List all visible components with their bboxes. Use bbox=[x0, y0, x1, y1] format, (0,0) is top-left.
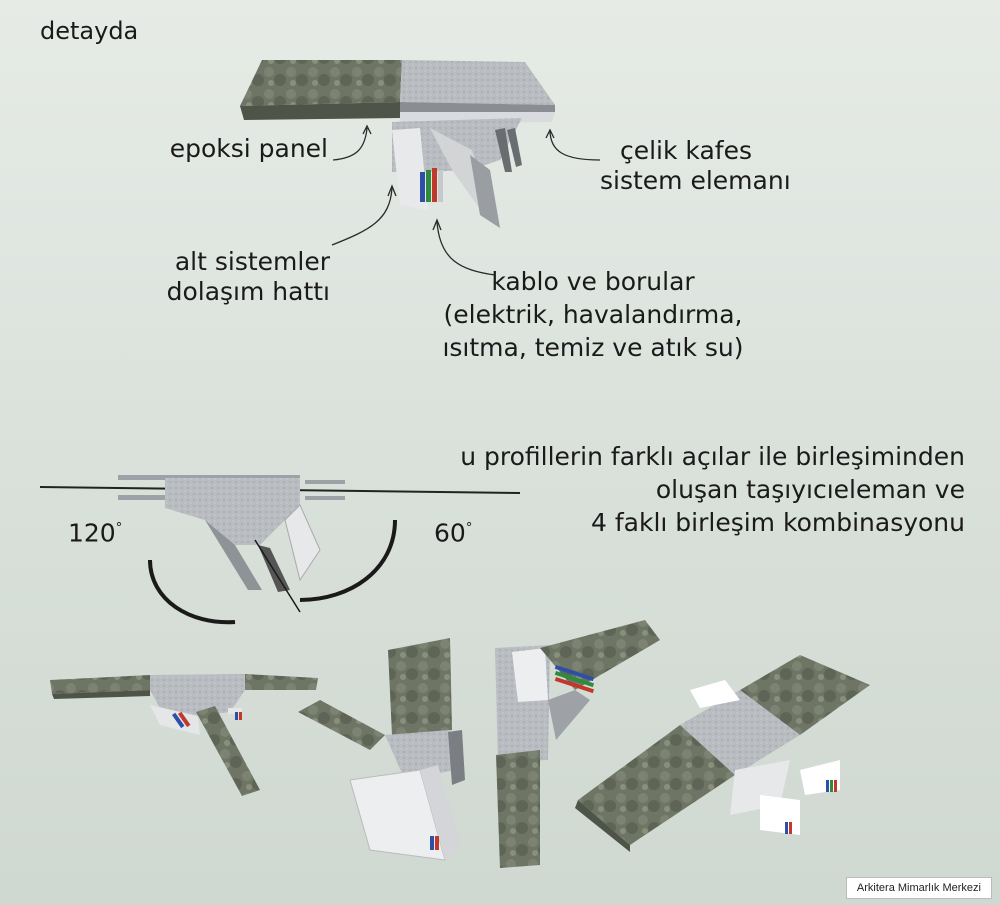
degree-mark-right: ° bbox=[465, 521, 473, 536]
label-steel-truss: çelik kafes sistem elemanı bbox=[600, 136, 791, 196]
credit-badge: Arkitera Mimarlık Merkezi bbox=[845, 877, 992, 899]
label-steel-truss-line2: sistem elemanı bbox=[600, 166, 791, 195]
angle-label-60: 60° bbox=[434, 514, 472, 548]
page-title: detayda bbox=[40, 17, 139, 45]
label-epoxy-panel: epoksi panel bbox=[169, 134, 328, 163]
angle-120-value: 120 bbox=[68, 518, 116, 548]
label-cables-line1: kablo ve borular bbox=[491, 267, 695, 296]
combination-3 bbox=[495, 620, 660, 868]
label-subsystem-line1: alt sistemler bbox=[174, 247, 330, 276]
angle-60-value: 60 bbox=[434, 518, 466, 548]
combination-4 bbox=[575, 655, 870, 852]
angle-label-120: 120° bbox=[68, 514, 122, 548]
description-text: u profillerin farklı açılar ile birleşim… bbox=[440, 440, 965, 539]
label-cables-line3: ısıtma, temiz ve atık su) bbox=[442, 333, 744, 362]
label-subsystem-line2: dolaşım hattı bbox=[166, 277, 330, 306]
leader-arrows bbox=[331, 124, 601, 276]
degree-mark-left: ° bbox=[115, 521, 123, 536]
angle-diagram bbox=[39, 475, 521, 625]
description-line3: 4 faklı birleşim kombinasyonu bbox=[591, 508, 965, 537]
combination-1 bbox=[50, 674, 318, 796]
description-line1: u profillerin farklı açılar ile birleşim… bbox=[460, 442, 965, 471]
description-line2: oluşan taşıyıcıeleman ve bbox=[655, 475, 965, 504]
combination-2 bbox=[298, 638, 465, 861]
label-cables-line2: (elektrik, havalandırma, bbox=[443, 300, 743, 329]
label-subsystem: alt sistemler dolaşım hattı bbox=[160, 247, 330, 307]
label-steel-truss-line1: çelik kafes bbox=[619, 136, 752, 165]
label-cables-pipes: kablo ve borular (elektrik, havalandırma… bbox=[432, 265, 754, 364]
top-detail-model bbox=[240, 60, 555, 228]
